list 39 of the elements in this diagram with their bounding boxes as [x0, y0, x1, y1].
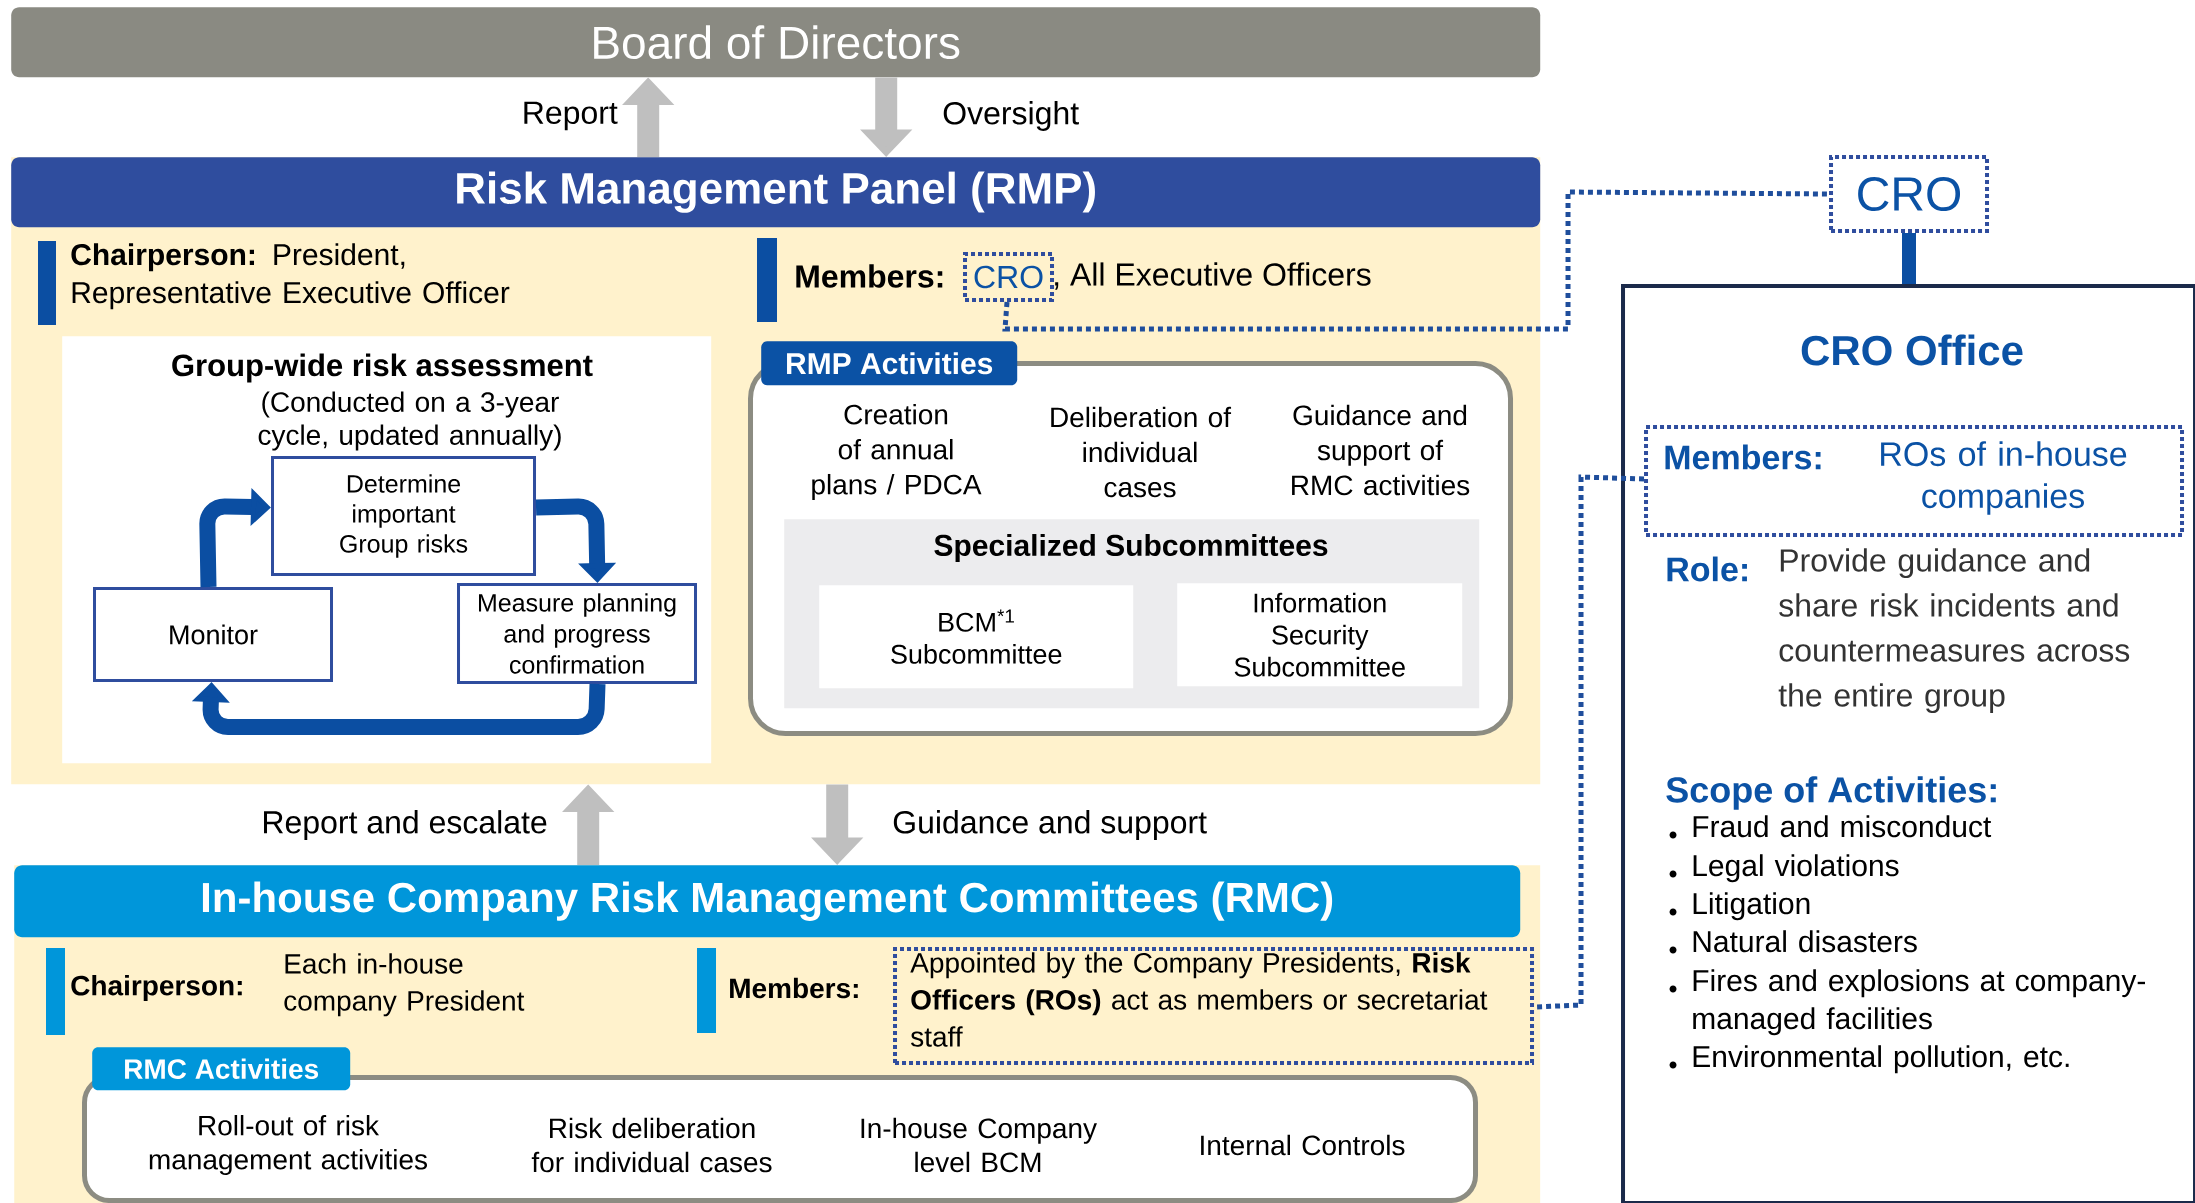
bullet-item: Fraud and misconduct: [1669, 815, 1992, 839]
activity-text: Risk deliberation for individual cases: [531, 1117, 772, 1173]
step-box: Determine important Group risks: [271, 456, 536, 576]
members-box: Appointed by the Company Presidents, Risk Officers (ROs) act as members or secretariat staff: [893, 947, 1534, 1065]
subcommittee-box: BCM$^{*1}$ Subcommittee: [819, 585, 1134, 689]
edge-label: Guidance and support: [890, 808, 1210, 842]
field-label: Role:: [1667, 556, 1747, 582]
bullet-item: Fires and explosions at company-managed facilities: [1669, 969, 2145, 1036]
member-text: , All Executive Officers: [1055, 262, 1371, 290]
role-box: CRO: [963, 252, 1054, 302]
activity-text: Guidance and support of RMC activities: [1292, 404, 1470, 496]
edge-label: Report: [519, 99, 620, 133]
connector-line: [1002, 189, 1830, 332]
bullet-item: Environmental pollution, etc.: [1669, 1045, 2069, 1074]
role-text: Provide guidance and share risk incidents and countermeasures across the entire group: [1778, 548, 2130, 714]
field-label: Members:: [1665, 444, 1821, 470]
field-label: Members:: [730, 977, 858, 999]
activity-text: Creation of annual plans / PDCA: [812, 403, 982, 501]
activity-text: In-house Company level BCM: [861, 1117, 1097, 1173]
step-box: Monitor: [93, 587, 333, 682]
activity-text: Roll-out of risk management activities: [149, 1115, 427, 1176]
step-box: Measure planning and progress confirmation: [457, 583, 697, 684]
section-heading: Scope of Activities:: [1666, 776, 1996, 810]
bullet-item: Litigation: [1669, 892, 1810, 921]
bullet-item: Natural disasters: [1669, 930, 1917, 954]
subtitle: (Conducted on a 3-year cycle, updated annually): [258, 391, 561, 451]
field-label: Chairperson:: [71, 974, 242, 1002]
member-text: ROs of in-house companies: [1881, 441, 2127, 515]
edge-label: Oversight: [940, 99, 1082, 133]
edge-label: Report and escalate: [259, 808, 550, 842]
header-bar: Board of Directors: [11, 7, 1541, 78]
connector-line: [1902, 233, 1916, 284]
role-box: CRO: [1829, 155, 1989, 233]
activity-text: Internal Controls: [1201, 1134, 1405, 1156]
chair-text: Chairperson: President, Representative Executive Officer: [71, 243, 510, 310]
subcommittee-box: Information Security Subcommittee: [1177, 583, 1463, 687]
chair-text: Each in-house company President: [284, 953, 525, 1017]
activity-text: Deliberation of individual cases: [1051, 406, 1232, 498]
bullet-item: Legal violations: [1669, 854, 1899, 883]
